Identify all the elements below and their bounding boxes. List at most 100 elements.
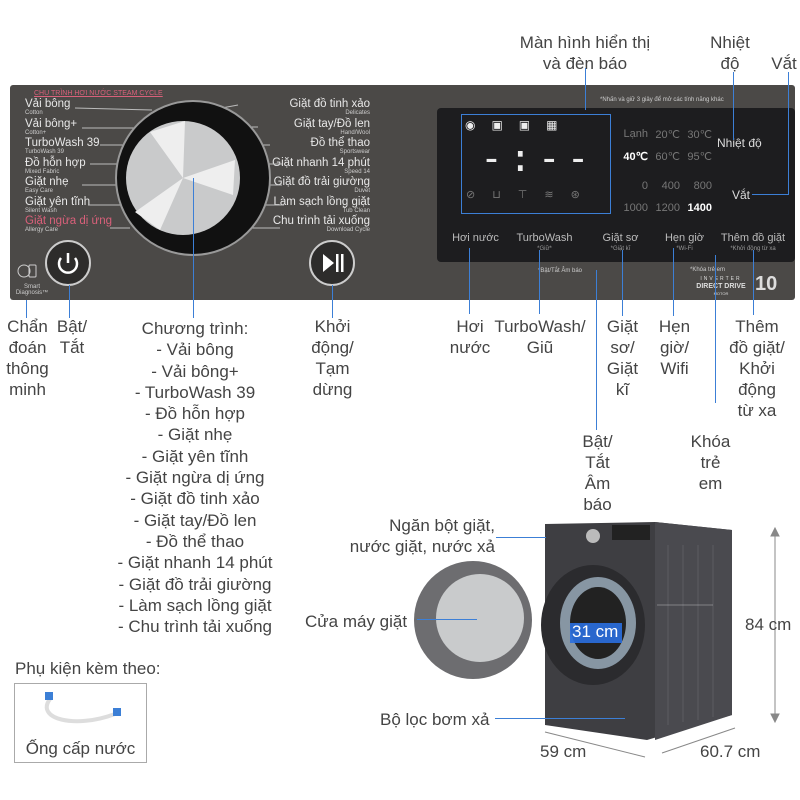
button-label: Giặt sơ — [602, 232, 639, 244]
filter-label: Bộ lọc bơm xả — [380, 710, 490, 729]
function-button[interactable]: Thêm đồ giặt*Khởi động từ xa — [713, 233, 793, 255]
spin-option[interactable]: 1000 — [623, 202, 648, 214]
power-button[interactable] — [45, 240, 91, 286]
program-name: Đồ hỗn hợp — [25, 156, 86, 169]
callout-text: từ xa — [737, 401, 777, 420]
program-list-item: - Giặt tay/Đồ len — [133, 510, 257, 530]
callout-line — [495, 718, 625, 719]
function-button[interactable]: TurboWash*Giữ* — [512, 233, 577, 255]
height-dimension: 84 cm — [745, 615, 792, 634]
callout-text: động/ — [311, 338, 354, 357]
spin-option[interactable]: 400 — [661, 180, 680, 192]
water-hose-icon — [44, 692, 121, 724]
program-list-item: - Vải bông — [156, 340, 234, 360]
temp-option[interactable]: 20℃ — [655, 129, 680, 141]
program-name: Đồ thể thao — [310, 137, 370, 149]
callout-text: Giũ — [526, 338, 554, 357]
program-name-en: Duvet — [354, 188, 370, 194]
callout-line — [539, 250, 540, 314]
callout-line — [788, 72, 789, 195]
program-list-item: - Đồ hỗn hợp — [145, 404, 245, 424]
mode-icons: ◉▣▣▦ — [465, 118, 574, 132]
spin-button[interactable]: Vắt — [732, 188, 751, 202]
accessory-title: Phụ kiện kèm theo: — [15, 659, 161, 678]
function-button[interactable]: Hẹn giờ*Wi-Fi — [652, 233, 717, 255]
program-name-en: Silent Wash — [25, 207, 57, 214]
program-list-item: - Giặt nhanh 14 phút — [117, 553, 273, 573]
callout-text: Tắt — [585, 453, 610, 472]
accessory-item: Ống cấp nước — [25, 739, 136, 758]
status-icons: ⊘⊔⊤≋⊛ — [466, 189, 597, 201]
spin-option[interactable]: 800 — [693, 180, 712, 192]
program-name: Giặt tay/Đồ len — [293, 117, 370, 130]
callout-text: Tắt — [59, 338, 85, 357]
temp-option[interactable]: 40℃ — [623, 151, 648, 163]
temp-option[interactable]: Lạnh — [623, 128, 648, 140]
callout-text: Hẹn — [658, 317, 691, 336]
callout-line — [26, 300, 27, 318]
t: độ — [720, 54, 740, 73]
program-name: Giặt đồ trải giường — [273, 176, 370, 188]
t: và đèn báo — [542, 54, 628, 73]
t: nước giặt, nước xả — [349, 537, 495, 556]
function-button[interactable]: Hơi nước — [443, 233, 508, 244]
spin-option[interactable]: 1400 — [687, 202, 712, 214]
program-list-item: - Làm sạch lồng giặt — [118, 595, 272, 615]
spin-label: Vắt — [771, 54, 797, 73]
program-name-en: Speed 14 — [344, 168, 370, 175]
temp-option[interactable]: 95℃ — [687, 151, 712, 163]
button-sublabel: *Wi-Fi — [676, 246, 693, 252]
t: DIRECT DRIVE — [696, 283, 746, 290]
callout-text: thông — [6, 359, 49, 378]
program-list-item: - Giặt đồ trải giường — [118, 574, 272, 594]
start-pause-button[interactable] — [309, 240, 355, 286]
hold-note: *Nhấn và giữ 3 giây để mở các tính năng … — [600, 97, 724, 103]
program-list-item: - Giặt ngừa dị ứng — [125, 468, 265, 488]
callout-text: Wifi — [660, 359, 689, 378]
callout-line — [193, 178, 194, 318]
button-sublabel: *Giữ* — [537, 246, 552, 252]
program-name-en: Delicates — [345, 110, 370, 116]
program-list-item: - Giặt đồ tinh xảo — [130, 489, 260, 509]
function-button[interactable]: Giặt sơ*Giặt kĩ — [588, 233, 653, 255]
display-panel — [437, 108, 795, 262]
temp-option[interactable]: 60℃ — [655, 151, 680, 163]
program-option[interactable]: Vải bông+Cotton+ — [25, 118, 77, 137]
callout-text: Thêm — [735, 317, 779, 336]
t: Ngăn bột giặt, — [389, 516, 495, 535]
program-name-en: Tub Clean — [342, 207, 370, 214]
program-name: Giặt nhanh 14 phút — [272, 156, 370, 169]
door-label: Cửa máy giặt — [305, 612, 408, 631]
callout-text: Hơi — [456, 317, 484, 336]
callout-text: Khởi — [739, 359, 775, 378]
t: INVERTER — [700, 276, 742, 282]
temp-button[interactable]: Nhiệt độ — [717, 136, 762, 150]
program-name: Làm sạch lồng giặt — [273, 195, 370, 208]
spin-option[interactable]: 1200 — [655, 202, 680, 214]
spin-option[interactable]: 0 — [641, 180, 648, 192]
turbo-callout: TurboWash/Giũ — [490, 316, 590, 358]
program-name-en: Mixed Fabric — [25, 168, 60, 175]
temp-option[interactable]: 30℃ — [687, 129, 712, 141]
program-name-en: Allergy Care — [25, 227, 59, 233]
program-list-item: - Giặt nhẹ — [157, 425, 233, 445]
